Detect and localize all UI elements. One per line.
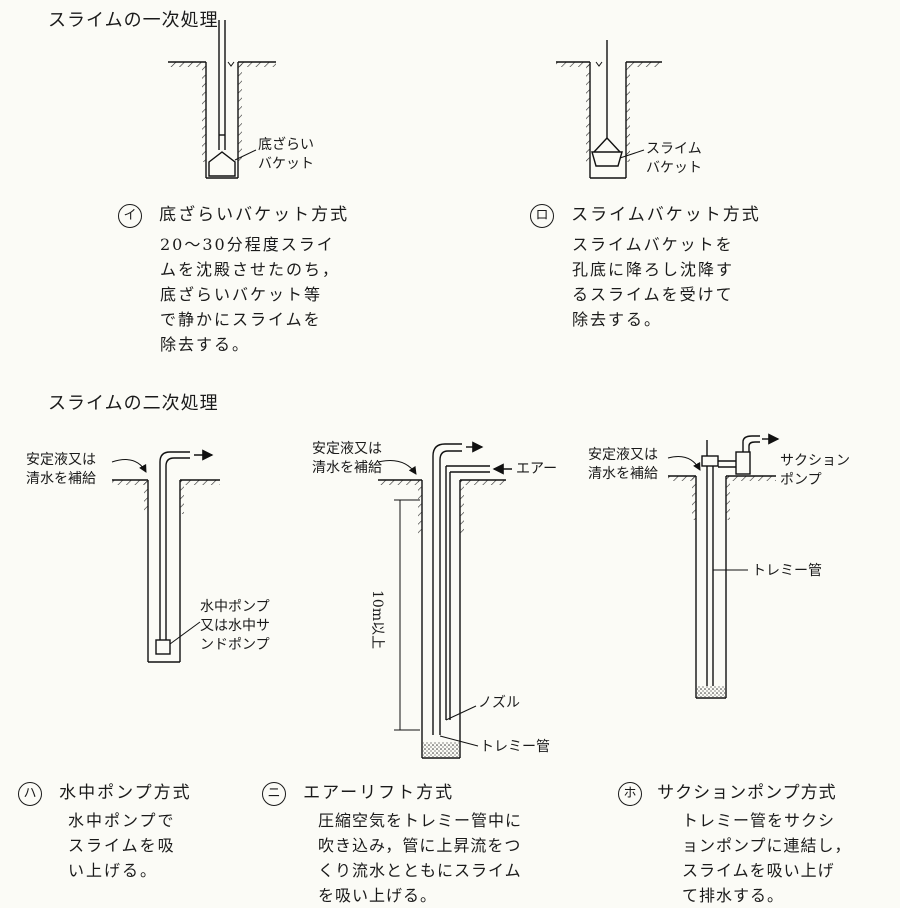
desc-line: スライムバケットを xyxy=(572,234,734,254)
method-title: スライムバケット方式 xyxy=(571,205,761,225)
method-title: 水中ポンプ方式 xyxy=(59,783,192,803)
method-suction-pump: ホ サクションポンプ方式 トレミー管をサクシ ョンポンプに連結し， スライムを吸… xyxy=(618,778,852,908)
method-marker: イ xyxy=(118,203,142,228)
method-submersible-pump: ハ 水中ポンプ方式 水中ポンプで スライムを吸 い上げる。 xyxy=(18,778,192,883)
pump-label-line3: ンドポンプ xyxy=(200,637,270,653)
method-marker: ホ xyxy=(618,781,642,806)
desc-line: スライムを吸 xyxy=(68,835,176,855)
desc-line: ムを沈殿させたのち， xyxy=(160,259,341,279)
method-description: 20～30分程度スライ ムを沈殿させたのち， 底ざらいバケット等 で静かにスライ… xyxy=(160,232,349,357)
method-description: 圧縮空気をトレミー管中に 吹き込み，管に上昇流をつ くり流水とともにスライム を… xyxy=(318,808,522,908)
desc-line: くり流水とともにスライム xyxy=(318,860,522,880)
diagram-slime-bucket xyxy=(556,40,662,179)
desc-line: るスライムを受けて xyxy=(572,284,734,304)
suction-pump-label-line2: ポンプ xyxy=(780,472,822,488)
depth-dimension-label: 10m以上 xyxy=(369,590,385,650)
method-slime-bucket: ロ スライムバケット方式 スライムバケットを 孔底に降ろし沈降す るスライムを受… xyxy=(530,200,761,332)
desc-line: ョンポンプに連結し， xyxy=(682,835,852,855)
supply-label-line1: 安定液又は xyxy=(312,441,382,457)
supply-label-line2: 清水を補給 xyxy=(588,466,658,482)
desc-line: 水中ポンプで xyxy=(68,810,176,830)
suction-pump-label-line1: サクション xyxy=(780,453,850,469)
secondary-treatment-title: スライムの二次処理 xyxy=(48,393,219,414)
method-title: エアーリフト方式 xyxy=(303,783,455,803)
desc-line: 孔底に降ろし沈降す xyxy=(572,259,735,279)
method-description: 水中ポンプで スライムを吸 い上げる。 xyxy=(68,808,192,883)
desc-line: 底ざらいバケット等 xyxy=(160,284,323,304)
diagram-submersible-pump xyxy=(111,449,220,663)
supply-label-line1: 安定液又は xyxy=(26,452,96,468)
method-description: トレミー管をサクシ ョンポンプに連結し， スライムを吸い上げ て排水する。 xyxy=(682,808,852,908)
method-marker: ロ xyxy=(530,203,554,228)
desc-line: 除去する。 xyxy=(160,334,251,354)
air-label: エアー xyxy=(516,461,558,477)
diagram-air-lift xyxy=(377,441,512,759)
method-air-lift: ニ エアーリフト方式 圧縮空気をトレミー管中に 吹き込み，管に上昇流をつ くり流… xyxy=(262,778,522,908)
desc-line: スライムを吸い上げ xyxy=(682,860,835,880)
desc-line: 除去する。 xyxy=(572,309,663,329)
pump-label-line2: 又は水中サ xyxy=(200,618,270,634)
desc-line: 20～30分程度スライ xyxy=(160,234,335,254)
supply-label-line2: 清水を補給 xyxy=(26,471,96,487)
method-title: 底ざらいバケット方式 xyxy=(159,205,350,225)
pump-label-line1: 水中ポンプ xyxy=(200,599,270,615)
tremie-pipe-label: トレミー管 xyxy=(752,563,822,579)
diagram-suction-pump xyxy=(667,433,780,699)
desc-line: トレミー管をサクシ xyxy=(682,810,836,830)
supply-label-line2: 清水を補給 xyxy=(312,460,382,476)
slime-bucket-label-line1: スライム xyxy=(646,141,702,157)
method-marker: ニ xyxy=(262,781,286,806)
method-bottom-sweep-bucket: イ 底ざらいバケット方式 20～30分程度スライ ムを沈殿させたのち， 底ざらい… xyxy=(118,200,349,357)
nozzle-label: ノズル xyxy=(478,695,520,711)
method-title: サクションポンプ方式 xyxy=(657,783,837,803)
tremie-pipe-label: トレミー管 xyxy=(480,739,550,755)
desc-line: て排水する。 xyxy=(682,885,785,905)
bucket-label-line2: バケット xyxy=(258,156,314,172)
desc-line: い上げる。 xyxy=(68,860,159,880)
slime-bucket-label-line2: バケット xyxy=(646,160,702,176)
desc-line: 吹き込み，管に上昇流をつ xyxy=(318,835,522,855)
diagram-bottom-sweep-bucket xyxy=(168,20,276,179)
method-description: スライムバケットを 孔底に降ろし沈降す るスライムを受けて 除去する。 xyxy=(572,232,761,332)
bucket-label-line1: 底ざらい xyxy=(258,137,314,153)
desc-line: で静かにスライムを xyxy=(160,309,322,329)
desc-line: を吸い上げる。 xyxy=(318,885,438,905)
supply-label-line1: 安定液又は xyxy=(588,447,658,463)
method-marker: ハ xyxy=(18,781,42,806)
primary-treatment-title: スライムの一次処理 xyxy=(48,10,219,31)
desc-line: 圧縮空気をトレミー管中に xyxy=(318,810,523,830)
